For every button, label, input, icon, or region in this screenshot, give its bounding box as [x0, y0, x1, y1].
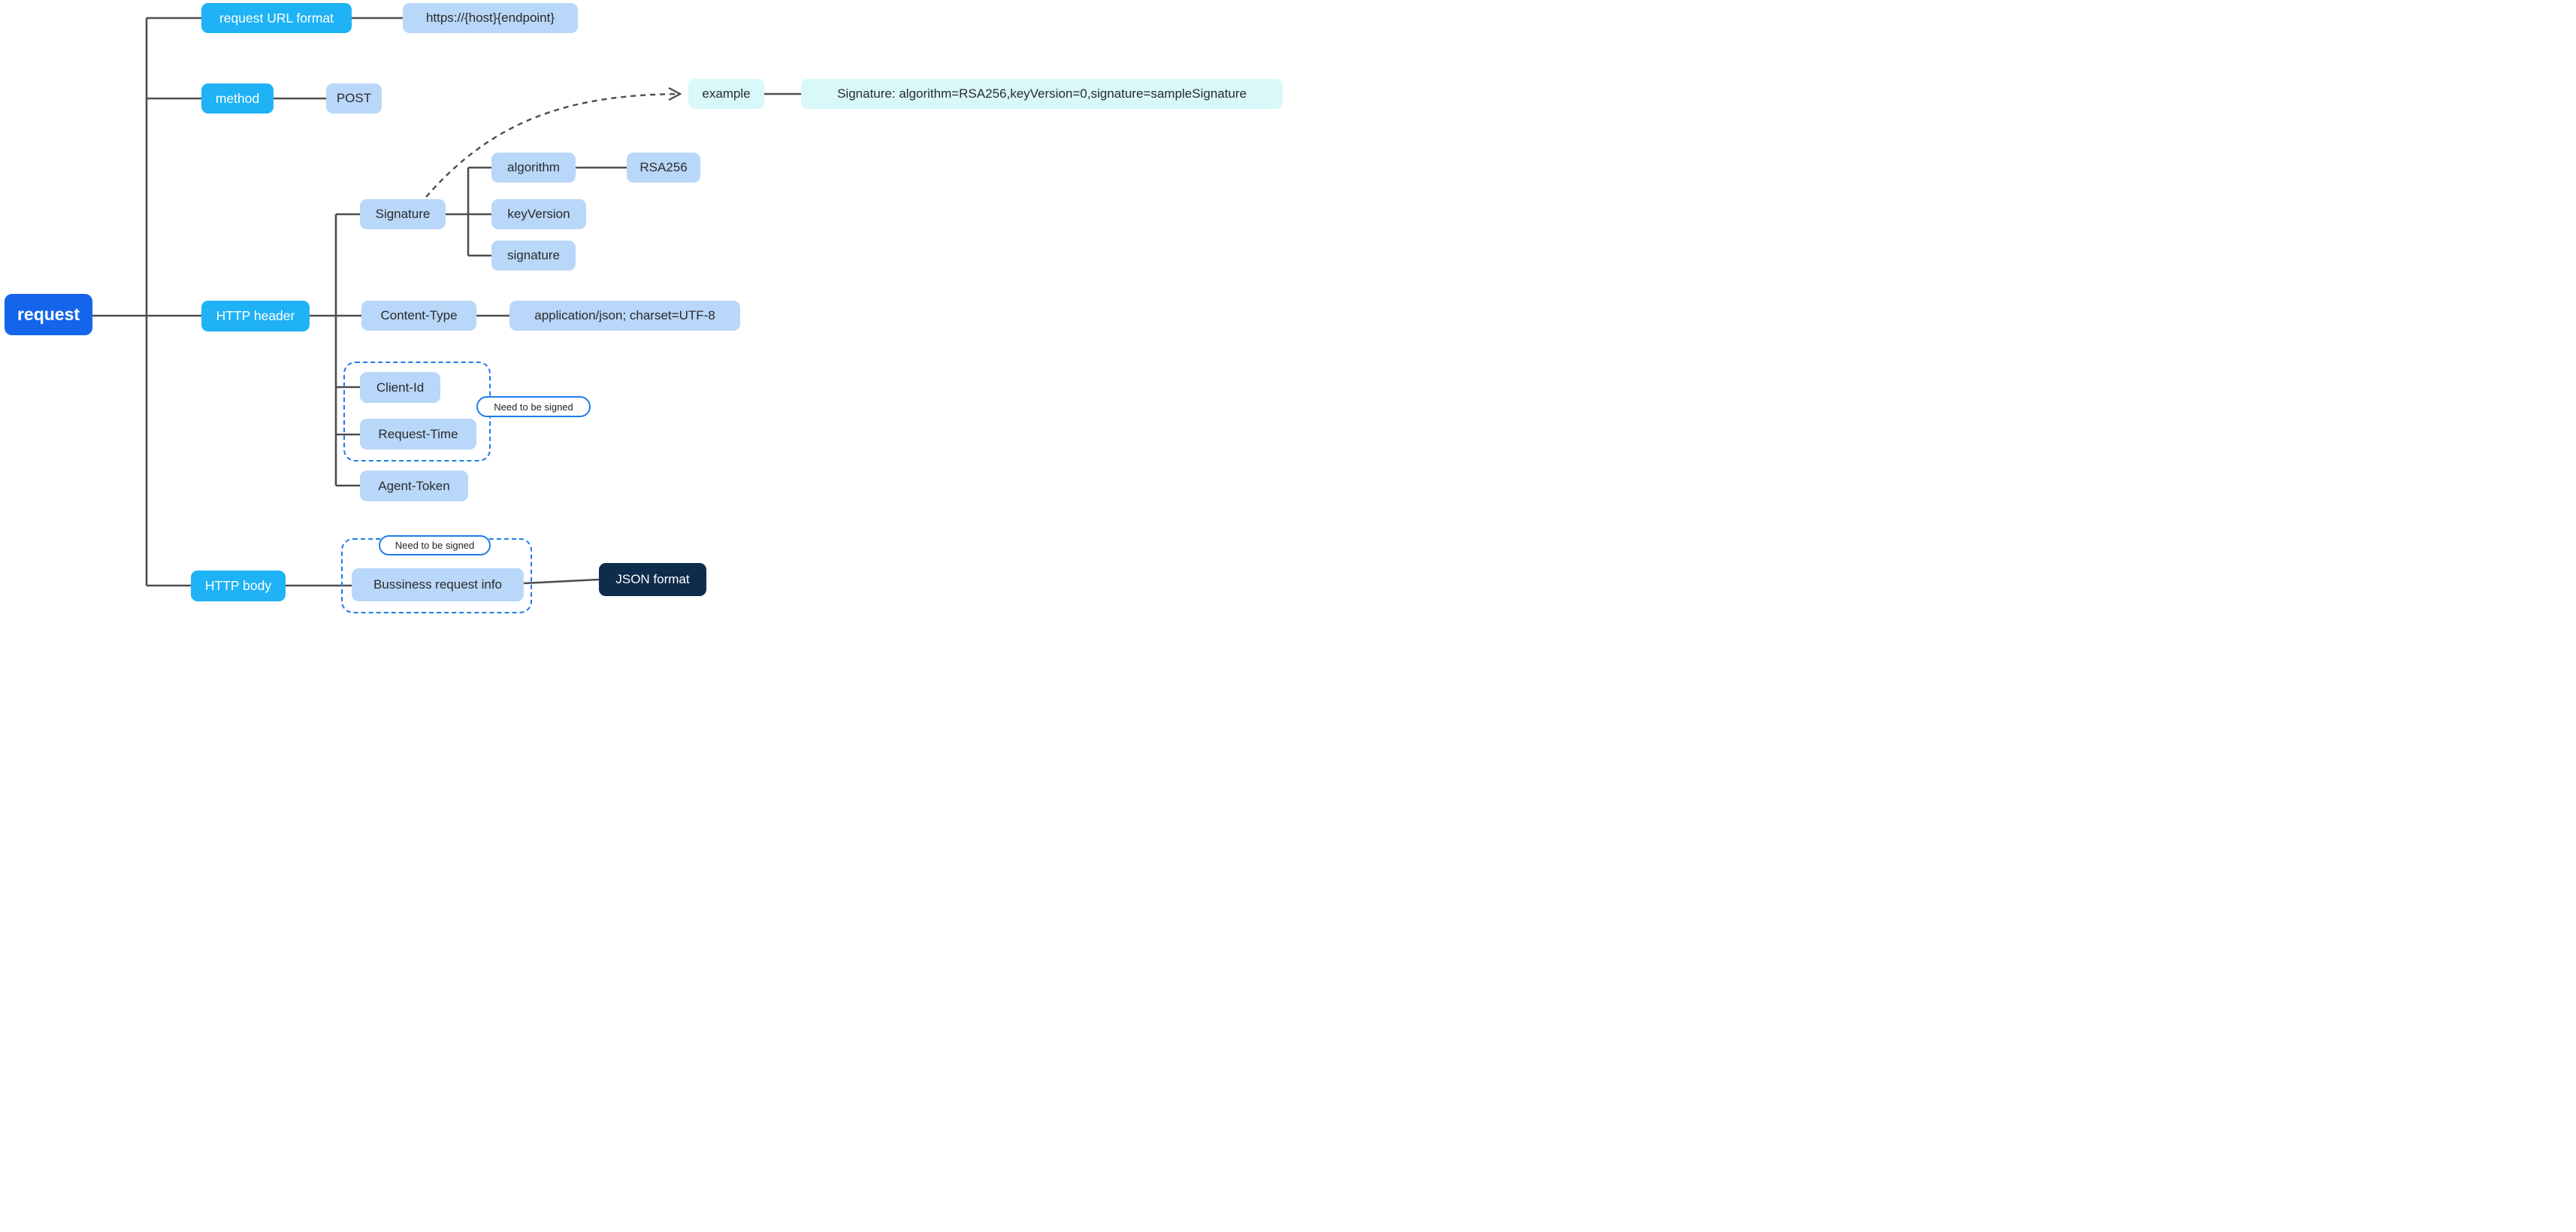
node-example-value[interactable]: Signature: algorithm=RSA256,keyVersion=0…	[801, 79, 1283, 109]
annotation-need-signed-header[interactable]: Need to be signed	[476, 396, 591, 417]
node-http-body[interactable]: HTTP body	[191, 571, 286, 601]
node-signature[interactable]: Signature	[360, 199, 446, 229]
annotation-need-signed-body[interactable]: Need to be signed	[379, 535, 491, 555]
node-example[interactable]: example	[688, 79, 764, 109]
node-client-id[interactable]: Client-Id	[360, 372, 440, 403]
node-request-time[interactable]: Request-Time	[360, 419, 476, 450]
node-keyversion[interactable]: keyVersion	[491, 199, 586, 229]
node-request-url-format[interactable]: request URL format	[201, 3, 352, 33]
node-content-type[interactable]: Content-Type	[361, 301, 476, 331]
node-url-value[interactable]: https://{host}{endpoint}	[403, 3, 578, 33]
node-json-format[interactable]: JSON format	[599, 563, 706, 596]
edge-business-to-json	[523, 578, 600, 585]
node-method[interactable]: method	[201, 83, 274, 114]
node-content-type-value[interactable]: application/json; charset=UTF-8	[509, 301, 740, 331]
node-request[interactable]: request	[5, 294, 92, 335]
node-algorithm-value[interactable]: RSA256	[627, 153, 700, 183]
node-agent-token[interactable]: Agent-Token	[360, 471, 468, 501]
node-signature-field[interactable]: signature	[491, 241, 576, 271]
node-algorithm[interactable]: algorithm	[491, 153, 576, 183]
node-business-request-info[interactable]: Bussiness request info	[352, 568, 524, 601]
node-method-value[interactable]: POST	[326, 83, 382, 114]
example-arrow-head-icon	[668, 86, 682, 101]
node-http-header[interactable]: HTTP header	[201, 301, 310, 331]
mindmap-canvas: request request URL format https://{host…	[0, 0, 1288, 616]
